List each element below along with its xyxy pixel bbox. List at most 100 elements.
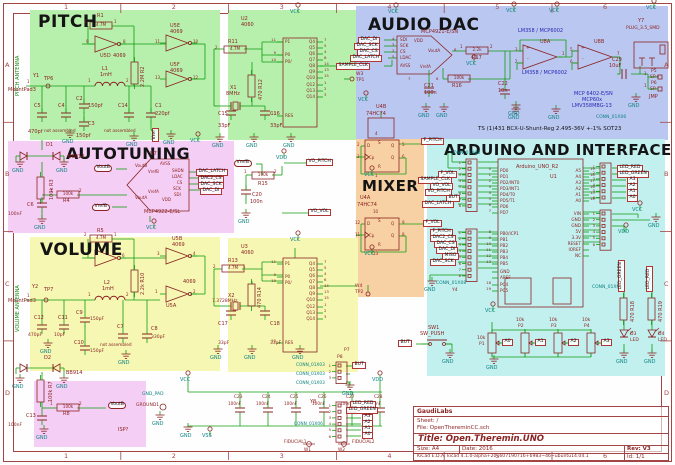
capacitor-C11[interactable] [59, 320, 69, 334]
net-label-a0[interactable]: A0 [627, 195, 639, 202]
led-D4[interactable] [647, 327, 662, 338]
ic-U4B[interactable] [367, 117, 395, 139]
pot-P2[interactable] [520, 329, 535, 357]
net-label-dac-sck[interactable]: DAC_SCK [430, 259, 457, 266]
ic-U2[interactable] [277, 37, 323, 128]
net-label-dac-latch[interactable]: DAC_LATCH [196, 169, 228, 176]
tp-TP1[interactable] [349, 76, 355, 82]
net-label-a1[interactable]: A1 [535, 339, 547, 346]
capacitor-C13[interactable] [37, 411, 47, 425]
resistor-R10[interactable] [130, 265, 139, 297]
capacitor-C29[interactable] [621, 69, 627, 79]
resistor-R16[interactable] [447, 74, 471, 83]
sq-P6[interactable] [653, 86, 663, 92]
resistor-R3[interactable] [36, 172, 45, 204]
net-label-dac-di[interactable]: DAC_DI [200, 188, 222, 195]
ff-FF1[interactable] [364, 139, 400, 173]
xtal-X1[interactable] [228, 101, 243, 111]
fid-W1[interactable] [303, 441, 315, 447]
inv-U5B[interactable] [160, 247, 197, 265]
conn-Y8[interactable] [332, 401, 348, 443]
capacitor-C14[interactable] [124, 108, 134, 122]
net-label-vrefb[interactable]: VrefB [92, 204, 110, 211]
resistor-R1[interactable] [89, 21, 113, 30]
capacitor-C3[interactable] [79, 117, 89, 131]
capacitor-C8[interactable] [142, 329, 152, 343]
inv-U5F[interactable] [160, 70, 197, 88]
capacitor-C7[interactable] [118, 329, 128, 343]
dpair-D2[interactable] [15, 363, 65, 374]
net-label-dac-latch[interactable]: DAC_LATCH [422, 201, 454, 208]
capacitor-C12[interactable] [37, 320, 47, 334]
capacitor-C18[interactable] [260, 306, 270, 320]
sw-SW1[interactable] [422, 339, 452, 346]
ic-U3[interactable] [277, 257, 323, 353]
dac-U6[interactable] [396, 35, 453, 75]
resistor-R7[interactable] [36, 375, 45, 407]
net-label-voutb[interactable]: VoutB [94, 165, 113, 172]
net-label-a0[interactable]: A0 [362, 432, 374, 439]
net-label-but[interactable]: BUT [398, 340, 413, 347]
dac-U7[interactable] [126, 158, 190, 212]
pot-P1[interactable] [487, 329, 502, 357]
inv-U5C[interactable] [89, 249, 126, 267]
capacitor-C9[interactable] [80, 313, 90, 327]
pot-P3[interactable] [553, 329, 568, 357]
capacitor-C25[interactable] [291, 403, 301, 417]
pad-GROUND1[interactable] [159, 403, 167, 411]
conn-CONN2[interactable] [462, 228, 478, 282]
coil-L1[interactable] [94, 81, 126, 87]
net-label-led-red[interactable]: LED_RED [646, 266, 653, 292]
capacitor-C2[interactable] [79, 99, 89, 113]
ic-U1[interactable] [492, 158, 589, 308]
resistor-R15[interactable] [251, 171, 275, 180]
net-label-f-vol[interactable]: F_VOL [423, 220, 443, 227]
capacitor-C26[interactable] [319, 403, 329, 417]
net-label-dac-latch[interactable]: DAC_LATCH [350, 55, 382, 62]
resistor-R4[interactable] [56, 190, 80, 199]
fid-W2[interactable] [338, 441, 350, 447]
led-D3[interactable] [619, 327, 634, 338]
tp-TP6[interactable] [45, 83, 51, 89]
capacitor-C20[interactable] [241, 185, 251, 199]
capacitor-C21[interactable] [424, 83, 434, 97]
resistor-R2[interactable] [130, 57, 139, 89]
capacitor-C6[interactable] [37, 198, 47, 212]
resistor-R5[interactable] [89, 234, 113, 243]
net-label-led-green[interactable]: LED_GREEN [618, 259, 625, 292]
net-label-led-green[interactable]: LED_GREEN [346, 407, 379, 414]
resistor-R19[interactable] [647, 293, 656, 325]
conn-CONN4[interactable] [596, 209, 612, 251]
net-label-vrefb[interactable]: VrefB [234, 160, 252, 167]
resistor-R13[interactable] [221, 264, 245, 273]
op-U8B[interactable] [573, 44, 617, 70]
net-label-a3[interactable]: A3 [601, 339, 613, 346]
resistor-R17[interactable] [465, 46, 489, 55]
tp-TP7[interactable] [43, 297, 49, 303]
sq-P5[interactable] [653, 74, 663, 80]
op-U8A[interactable] [518, 44, 562, 70]
net-label-voutb[interactable]: VoutB [108, 402, 127, 409]
net-label-vref[interactable]: Vref [152, 127, 159, 142]
ic-M1[interactable] [504, 277, 532, 305]
resistor-R14[interactable] [247, 279, 256, 311]
capacitor-C4[interactable] [61, 108, 71, 122]
capacitor-C5[interactable] [37, 108, 47, 122]
net-label-a0[interactable]: A0 [502, 339, 514, 346]
capacitor-C10[interactable] [80, 341, 90, 355]
capacitor-C24[interactable] [263, 403, 273, 417]
net-label-vo-pitch[interactable]: VO_PITCH [425, 189, 453, 196]
capacitor-C1[interactable] [146, 108, 156, 122]
xtal-X2[interactable] [228, 301, 243, 311]
tp-TP2[interactable] [365, 291, 371, 297]
net-label-but[interactable]: BUT [352, 362, 367, 369]
pot-P4[interactable] [586, 329, 601, 357]
capacitor-C23[interactable] [235, 403, 245, 417]
net-label-vo-pitch[interactable]: VO_PITCH [306, 159, 334, 166]
resistor-R18[interactable] [619, 293, 628, 325]
net-label-vo-vol[interactable]: VO_VOL [308, 209, 332, 216]
net-label-f-pitch[interactable]: F_PITCH [421, 138, 445, 145]
capacitor-C16[interactable] [260, 106, 270, 120]
resistor-R11[interactable] [223, 45, 247, 54]
ic-M2[interactable] [552, 277, 572, 305]
